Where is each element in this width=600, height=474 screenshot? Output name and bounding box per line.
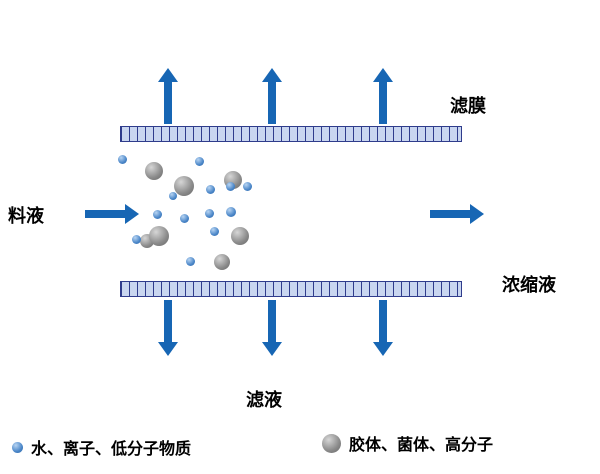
particle-large xyxy=(174,176,194,196)
filtrate-label: 滤液 xyxy=(246,390,282,410)
large-particle-icon xyxy=(322,433,341,453)
legend-item-large: 胶体、菌体、高分子 xyxy=(322,431,493,455)
down-arrow xyxy=(158,300,178,356)
up-arrow xyxy=(373,68,393,124)
down-arrow xyxy=(262,300,282,356)
arrowhead-down-icon xyxy=(373,342,393,356)
bottom-membrane xyxy=(120,281,462,297)
top-membrane xyxy=(120,126,462,142)
particle-small xyxy=(179,213,189,223)
particle-small xyxy=(205,184,215,194)
arrowhead-down-icon xyxy=(262,342,282,356)
legend-small-label: 水、离子、低分子物质 xyxy=(31,441,192,458)
particle-small xyxy=(185,256,195,266)
particle-large xyxy=(149,226,169,246)
particle-large xyxy=(145,162,163,180)
particle-small xyxy=(117,154,127,164)
particle-small xyxy=(131,234,141,244)
down-arrow xyxy=(373,300,393,356)
arrowhead-up-icon xyxy=(158,68,178,82)
arrowhead-up-icon xyxy=(262,68,282,82)
up-arrow xyxy=(158,68,178,124)
arrowhead-up-icon xyxy=(373,68,393,82)
particle-small xyxy=(226,207,236,217)
particle-small xyxy=(204,208,214,218)
arrowhead-right-icon xyxy=(470,204,484,224)
particle-small xyxy=(194,156,204,166)
arrowhead-right-icon xyxy=(125,204,139,224)
particle-small xyxy=(152,209,162,219)
arrowhead-down-icon xyxy=(158,342,178,356)
concentrate-label: 浓缩液 xyxy=(502,275,556,295)
outflow-arrow xyxy=(430,204,484,224)
feed-label: 料液 xyxy=(8,206,44,226)
particle-small xyxy=(169,192,177,200)
particle-small xyxy=(209,226,219,236)
small-particle-icon xyxy=(12,441,23,453)
legend-item-small: 水、离子、低分子物质 xyxy=(12,435,191,459)
particle-small xyxy=(225,181,235,191)
up-arrow xyxy=(262,68,282,124)
feed-arrow xyxy=(85,204,139,224)
membrane-label: 滤膜 xyxy=(450,96,486,116)
particle-large xyxy=(214,254,230,270)
particle-small xyxy=(242,181,252,191)
particle-large xyxy=(231,227,249,245)
legend-large-label: 胶体、菌体、高分子 xyxy=(349,437,494,454)
